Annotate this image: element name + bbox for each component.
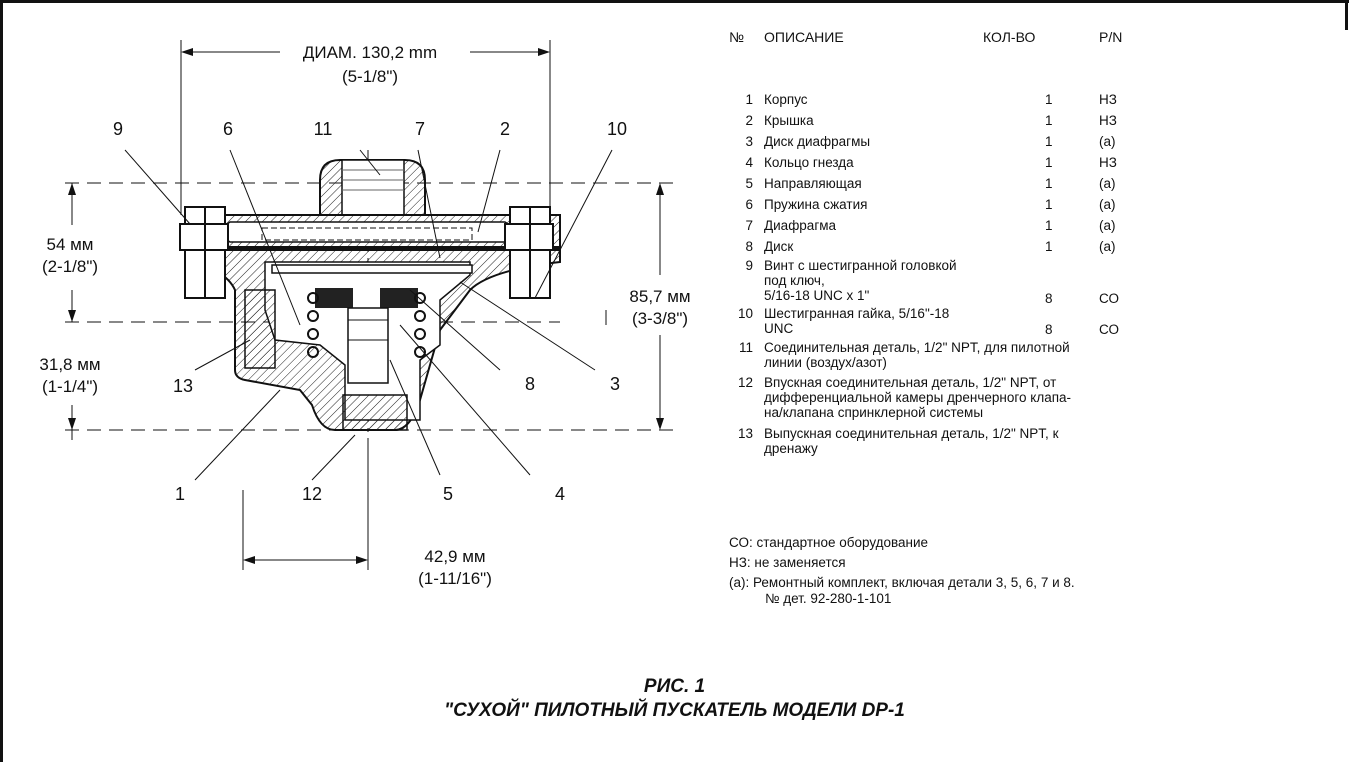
row-desc: Соединительная деталь, 1/2" NPT, для пил… [764, 340, 1070, 370]
frame-left-rule [0, 0, 3, 762]
row-qty: 1 [1045, 92, 1053, 107]
row-desc: Пружина сжатия [764, 197, 868, 212]
callout-6: 6 [223, 119, 233, 139]
row-pn: НЗ [1099, 92, 1117, 107]
row-qty: 1 [1045, 134, 1053, 149]
row-desc: Диск [764, 239, 794, 254]
callout-13: 13 [173, 376, 193, 396]
row-qty: 8 [1045, 291, 1053, 306]
note-key: (a): [729, 575, 750, 590]
row-desc: Корпус [764, 92, 808, 107]
note-key: НЗ: [729, 555, 751, 570]
row-pn: (a) [1099, 197, 1116, 212]
right-dimension: 85,7 мм (3-3/8") [605, 183, 691, 430]
row-num: 11 [738, 340, 753, 355]
row-num: 9 [745, 258, 753, 273]
row-desc: Впускная соединительная деталь, 1/2" NPT… [764, 375, 1072, 420]
row-pn: (a) [1099, 134, 1116, 149]
valve-cross-section-drawing: ДИАМ. 130,2 mm (5-1/8") 54 мм (2-1/8") 3… [39, 40, 691, 588]
left-bottom-mm-label: 31,8 мм [39, 355, 100, 374]
row-qty: 1 [1045, 176, 1053, 191]
row-pn: НЗ [1099, 113, 1117, 128]
row-pn: СО [1099, 291, 1119, 306]
bottom-dimension: 42,9 мм (1-11/16") [242, 440, 492, 588]
row-num: 1 [745, 92, 753, 107]
bolts [179, 206, 554, 299]
row-num: 3 [745, 134, 753, 149]
diameter-in-label: (5-1/8") [342, 67, 398, 86]
row-num: 13 [737, 426, 753, 441]
note-text-2: № дет. 92-280-1-101 [765, 591, 892, 606]
row-num: 6 [745, 197, 753, 212]
header-pn: P/N [1099, 29, 1123, 45]
callout-4: 4 [555, 484, 565, 504]
header-qty: КОЛ-ВО [983, 29, 1036, 45]
frame-top-rule [0, 0, 1349, 3]
row-num: 7 [745, 218, 753, 233]
bottom-mm-label: 42,9 мм [424, 547, 485, 566]
row-qty: 8 [1045, 322, 1053, 337]
right-height-mm-label: 85,7 мм [629, 287, 690, 306]
bottom-in-label: (1-11/16") [418, 569, 492, 588]
row-pn: (a) [1099, 239, 1116, 254]
left-dimensions: 54 мм (2-1/8") 31,8 мм (1-1/4") [39, 183, 101, 440]
row-qty: 1 [1045, 218, 1053, 233]
row-desc: Выпускная соединительная деталь, 1/2" NP… [764, 426, 1059, 456]
callout-3: 3 [610, 374, 620, 394]
callout-5: 5 [443, 484, 453, 504]
left-bottom-in-label: (1-1/4") [42, 377, 98, 396]
row-num: 10 [737, 306, 753, 321]
left-top-in-label: (2-1/8") [42, 257, 98, 276]
callout-2: 2 [500, 119, 510, 139]
row-num: 8 [745, 239, 753, 254]
row-desc: Винт с шестигранной головкой под ключ, 5… [764, 258, 957, 303]
callout-9: 9 [113, 119, 123, 139]
figure-title: "СУХОЙ" ПИЛОТНЫЙ ПУСКАТЕЛЬ МОДЕЛИ DP-1 [444, 700, 905, 721]
header-num: № [729, 29, 745, 45]
note-text: не заменяется [754, 555, 846, 570]
row-qty: 1 [1045, 197, 1053, 212]
row-pn: НЗ [1099, 155, 1117, 170]
valve-body [184, 159, 561, 431]
left-top-mm-label: 54 мм [46, 235, 93, 254]
row-pn: СО [1099, 322, 1119, 337]
row-num: 2 [745, 113, 753, 128]
row-num: 12 [737, 375, 753, 390]
diameter-dimension: ДИАМ. 130,2 mm (5-1/8") [180, 40, 551, 215]
row-desc: Диафрагма [764, 218, 837, 233]
leader-lines [124, 149, 613, 481]
note-nz: НЗ: не заменяется [729, 555, 1075, 571]
row-desc: Шестигранная гайка, 5/16"-18 UNC [764, 306, 950, 336]
row-desc: Кольцо гнезда [764, 155, 854, 170]
figure-number: РИС. 1 [643, 676, 706, 697]
row-desc: Крышка [764, 113, 814, 128]
callout-1: 1 [175, 484, 185, 504]
note-a: (a): Ремонтный комплект, включая детали … [729, 575, 1075, 609]
row-num: 5 [745, 176, 753, 191]
row-qty: 1 [1045, 239, 1053, 254]
notes: СО: стандартное оборудование НЗ: не заме… [729, 535, 1075, 613]
row-pn: (a) [1099, 176, 1116, 191]
diameter-mm-label: ДИАМ. 130,2 mm [303, 43, 437, 62]
note-text: стандартное оборудование [756, 535, 929, 550]
frame-right-rule [1345, 0, 1348, 30]
callout-12: 12 [302, 484, 322, 504]
callout-numbers: 9 6 11 7 2 10 13 8 3 1 12 5 4 [113, 119, 627, 504]
callout-11: 11 [314, 119, 333, 139]
row-num: 4 [745, 155, 753, 170]
note-key: СО: [729, 535, 753, 550]
callout-7: 7 [415, 119, 425, 139]
header-desc: ОПИСАНИЕ [764, 29, 844, 45]
callout-10: 10 [607, 119, 627, 139]
right-height-in-label: (3-3/8") [632, 309, 688, 328]
row-qty: 1 [1045, 113, 1053, 128]
row-desc: Направляющая [764, 176, 862, 191]
row-desc: Диск диафрагмы [764, 134, 871, 149]
row-qty: 1 [1045, 155, 1053, 170]
callout-8: 8 [525, 374, 535, 394]
note-text: Ремонтный комплект, включая детали 3, 5,… [753, 575, 1075, 590]
note-so: СО: стандартное оборудование [729, 535, 1075, 551]
row-pn: (a) [1099, 218, 1116, 233]
